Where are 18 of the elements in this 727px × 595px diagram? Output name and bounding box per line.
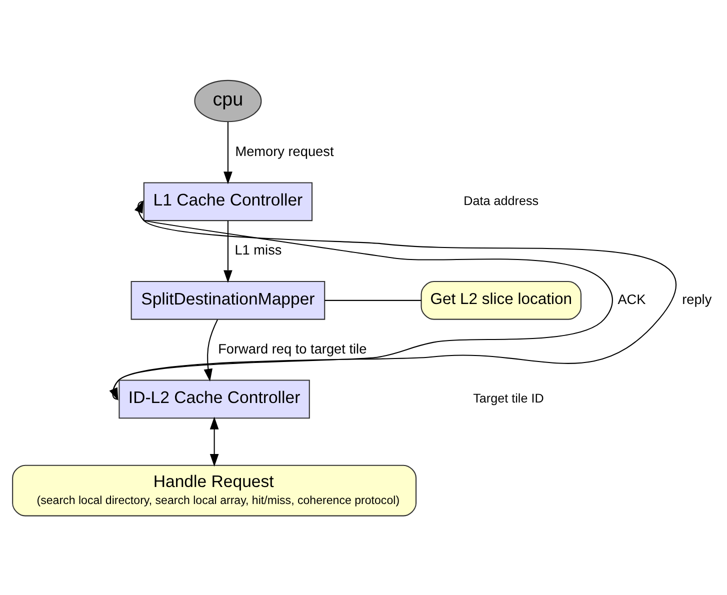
node-ellipse: cpu	[194, 79, 262, 122]
label: Data address	[464, 193, 539, 208]
arrow	[210, 416, 219, 466]
node-box: Handle Request (search local directory, search local array, hit/miss, coherence protocol)	[12, 464, 417, 516]
node-box: Get L2 slice location	[420, 280, 582, 320]
arrow	[224, 122, 232, 184]
edge-label: Forward req to target tile	[218, 340, 367, 356]
label: Target tile ID	[473, 390, 544, 405]
node-box: L1 Cache Controller	[143, 182, 313, 221]
edge-label: Memory request	[235, 143, 334, 158]
arrow	[204, 318, 218, 381]
arrow	[224, 220, 232, 282]
edge-label: L1 miss	[234, 242, 282, 258]
edge-label: ACK	[618, 291, 646, 306]
connector	[324, 299, 422, 300]
edge-label: reply	[682, 291, 712, 306]
node-box: ID-L2 Cache Controller	[118, 379, 310, 418]
node-box: SplitDestinationMapper	[130, 280, 326, 320]
